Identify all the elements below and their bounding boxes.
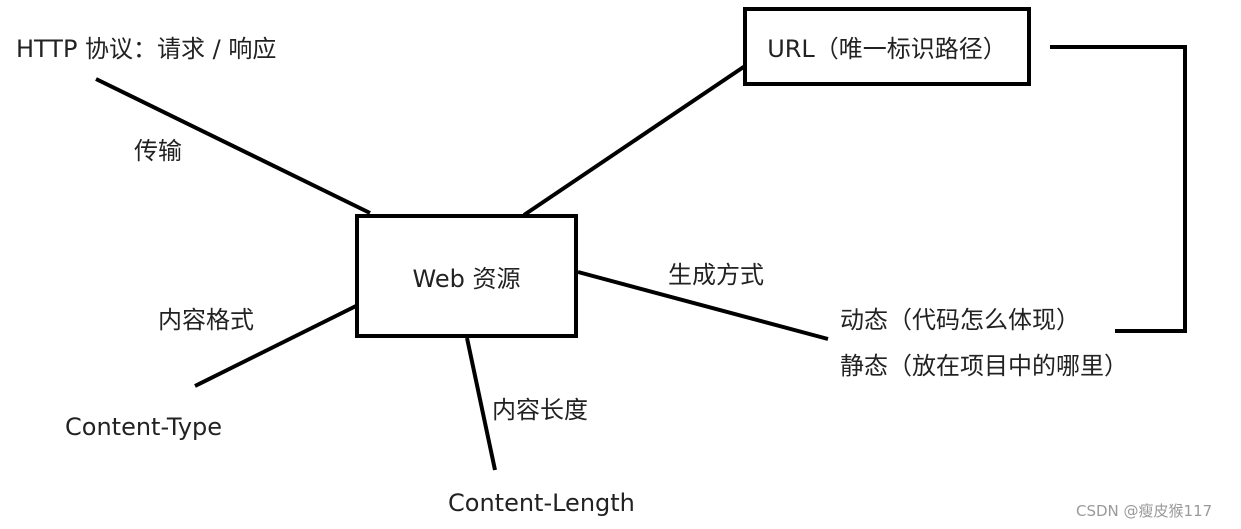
edge-web-to-content-length — [465, 337, 497, 471]
url-box-label: URL（唯一标识路径） — [767, 35, 1007, 63]
content-format-edge-label: 内容格式 — [158, 306, 254, 334]
http-protocol-label: HTTP 协议：请求 / 响应 — [16, 35, 277, 63]
content-length-edge-label: 内容长度 — [492, 396, 588, 424]
transport-edge-label: 传输 — [134, 137, 182, 165]
content-type-label: Content-Type — [65, 413, 223, 441]
edge-web-to-content-type — [194, 304, 357, 388]
static-label: 静态（放在项目中的哪里） — [840, 352, 1128, 380]
edge-web-to-url — [522, 64, 747, 217]
csdn-watermark: CSDN @瘦皮猴117 — [1076, 502, 1213, 520]
dynamic-label: 动态（代码怎么体现） — [840, 306, 1080, 334]
url-box: URL（唯一标识路径） — [743, 7, 1031, 86]
web-resource-label: Web 资源 — [412, 264, 521, 293]
web-resource-box: Web 资源 — [355, 214, 578, 338]
content-length-label: Content-Length — [448, 489, 635, 517]
edge-http-to-web — [95, 77, 371, 215]
edge-url-to-dynamic-bracket — [1050, 45, 1187, 333]
generation-edge-label: 生成方式 — [668, 261, 764, 289]
edge-web-to-generation — [577, 270, 829, 341]
